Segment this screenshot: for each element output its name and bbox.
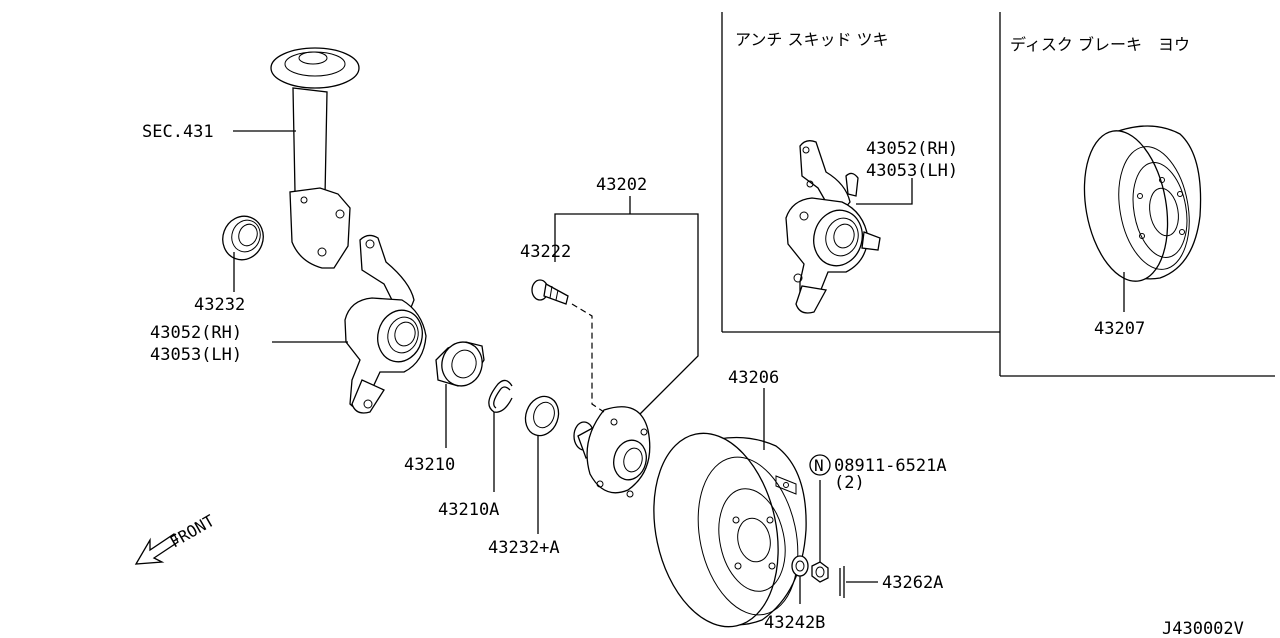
seal-43232 xyxy=(222,215,264,261)
wheel-hub xyxy=(573,406,651,498)
label-43222: 43222 xyxy=(520,242,571,262)
dashed-bolt-path xyxy=(571,303,605,413)
washer-43242b xyxy=(791,555,809,577)
anti-skid-title: アンチ スキッド ツキ xyxy=(735,30,889,49)
label-43053-lh: 43053(LH) xyxy=(150,345,242,365)
washer-43242b-inner xyxy=(795,560,805,572)
wheel-nut xyxy=(811,561,829,583)
leader-43202-bracket xyxy=(554,213,699,415)
inset-panel-borders xyxy=(721,12,1275,377)
label-sec431: SEC.431 xyxy=(142,122,214,142)
seal-43232a xyxy=(524,395,560,437)
front-arrow-icon xyxy=(134,533,179,565)
hub-bolt xyxy=(531,279,569,305)
label-43206: 43206 xyxy=(728,368,779,388)
label-43202: 43202 xyxy=(596,175,647,195)
label-08911-qty: (2) xyxy=(834,473,865,493)
label-08911-n: N xyxy=(814,456,824,475)
label-43232a: 43232+A xyxy=(488,538,560,558)
label-43232: 43232 xyxy=(194,295,245,315)
label-inset-43052-rh: 43052(RH) xyxy=(866,139,958,159)
label-inset-43053-lh: 43053(LH) xyxy=(866,161,958,181)
label-43210a: 43210A xyxy=(438,500,499,520)
leader-inset-43052 xyxy=(856,178,913,205)
bearing-43210 xyxy=(435,341,485,387)
strut-assembly xyxy=(270,47,360,269)
n-marker-circle xyxy=(809,454,831,476)
inset-knuckle xyxy=(785,140,881,314)
label-43262a: 43262A xyxy=(882,573,943,593)
label-43210: 43210 xyxy=(404,455,455,475)
label-08911: 08911-6521A xyxy=(834,456,947,476)
label-43052-rh: 43052(RH) xyxy=(150,323,242,343)
label-front: FRONT xyxy=(167,511,219,552)
snap-ring-43210a xyxy=(488,379,513,413)
disc-brake-title: ディスク ブレーキ ヨウ xyxy=(1010,35,1190,54)
label-43207: 43207 xyxy=(1094,319,1145,339)
label-43242b: 43242B xyxy=(764,613,825,633)
drawing-code: J430002V xyxy=(1162,619,1244,638)
steering-knuckle xyxy=(344,234,427,414)
brake-drum xyxy=(653,432,807,628)
disc-rotor xyxy=(1083,125,1202,282)
